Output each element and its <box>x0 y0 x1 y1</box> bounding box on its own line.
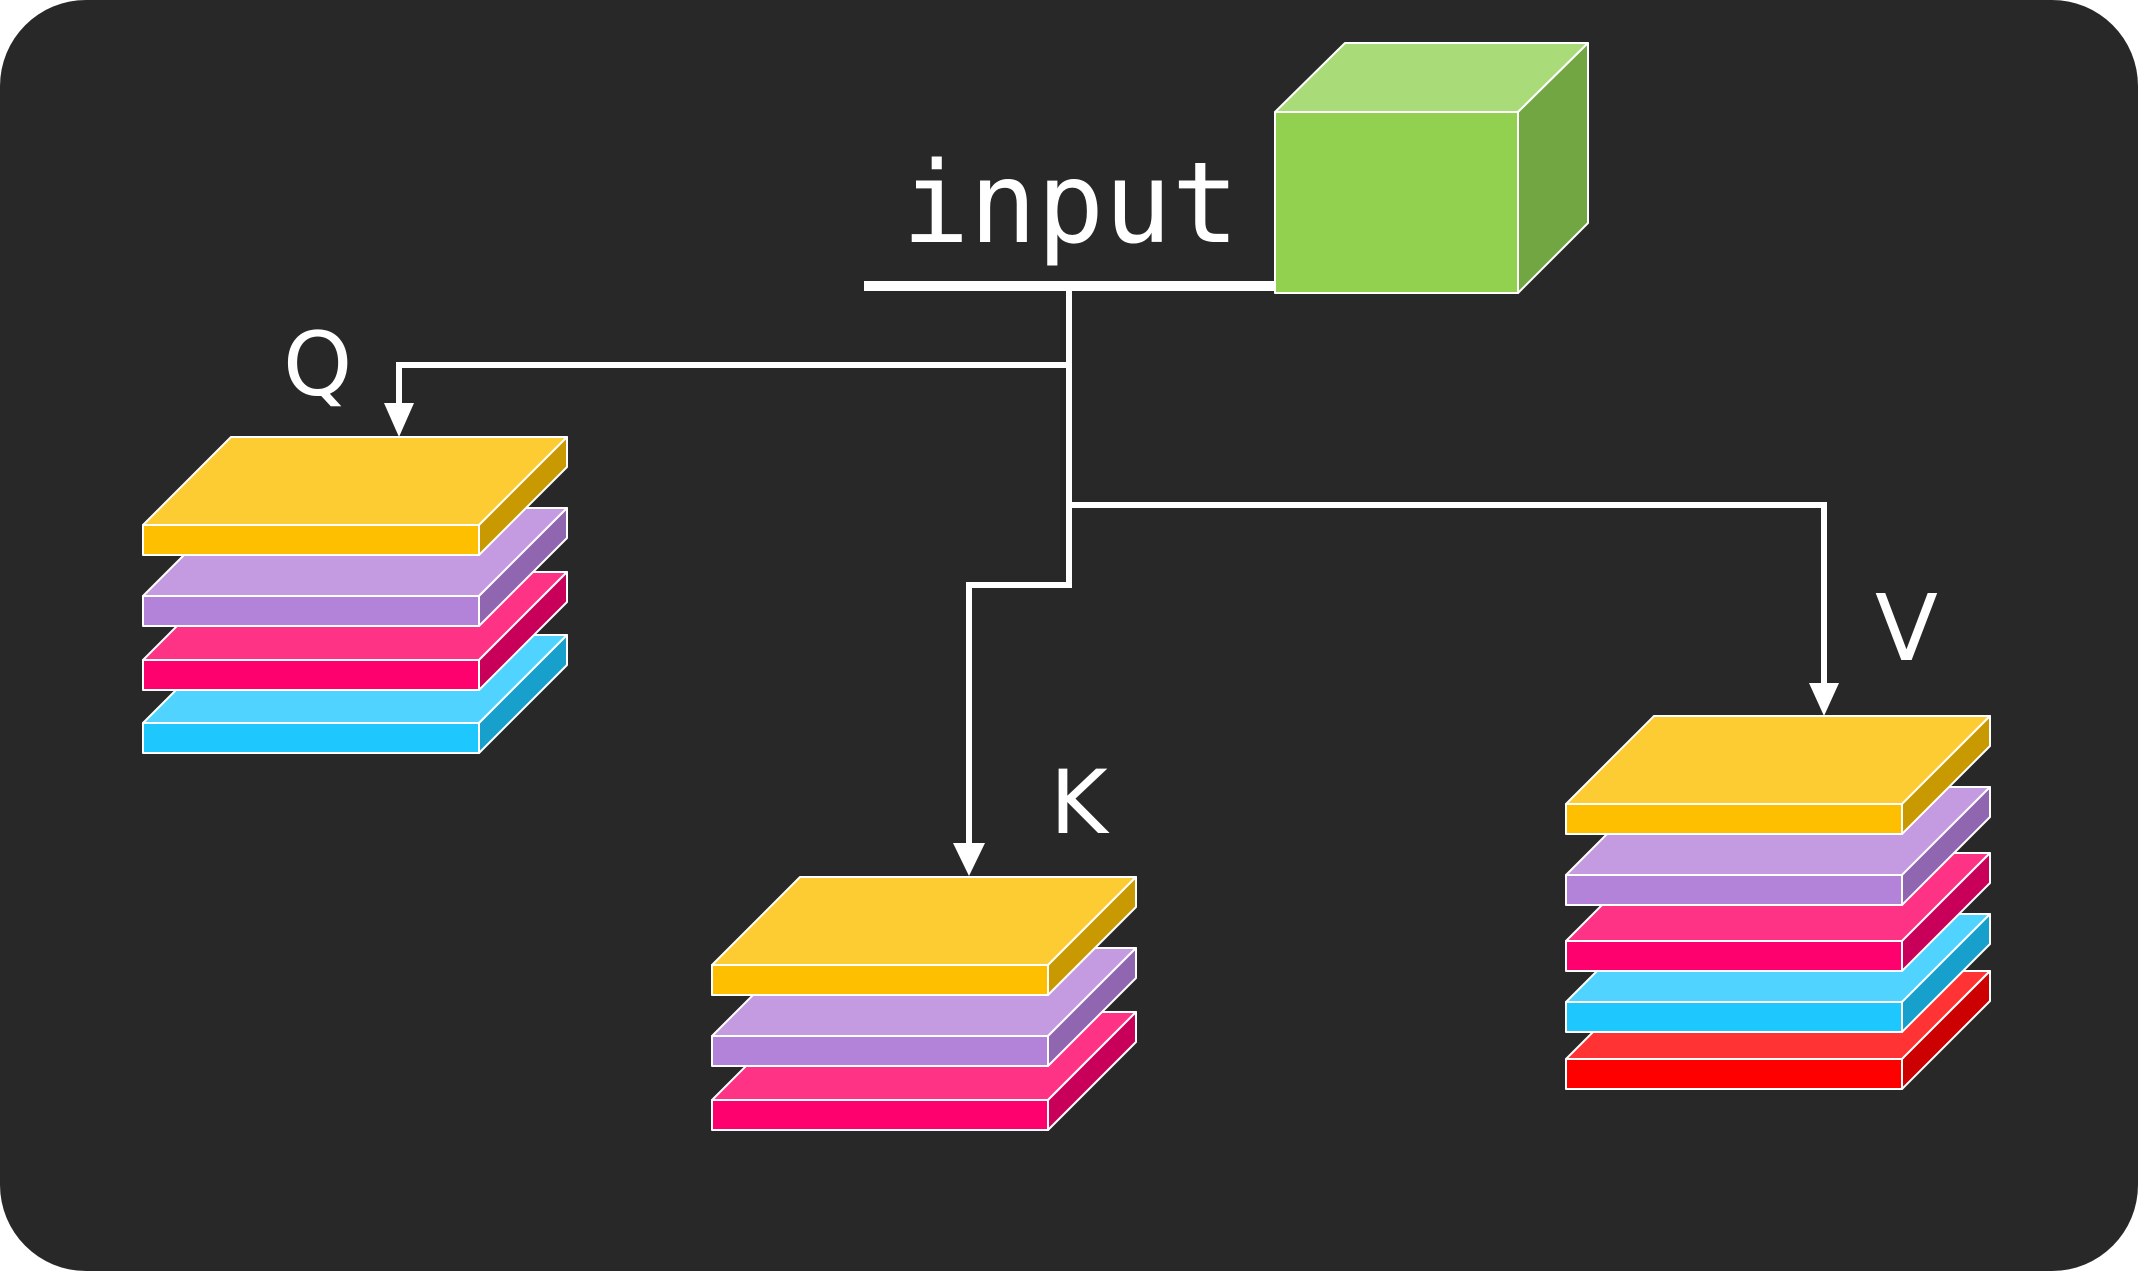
v-branch-line <box>1069 502 1827 683</box>
k-arrowhead <box>953 843 985 876</box>
input-label: input <box>902 139 1239 269</box>
v-label: V <box>1875 575 1938 682</box>
connector-lines <box>396 281 1827 843</box>
v-layer-front <box>1565 803 1903 835</box>
v-stack <box>1565 715 1991 1090</box>
v-layer-1 <box>1565 715 1991 835</box>
k-layer-front <box>711 1035 1049 1067</box>
k-layer-front <box>711 964 1049 996</box>
q-arrowhead <box>384 403 414 437</box>
q-branch-line <box>396 362 1069 403</box>
k-branch-line <box>966 507 1072 843</box>
k-stack <box>711 876 1137 1131</box>
q-stack <box>142 436 568 754</box>
v-layer-front <box>1565 1001 1903 1033</box>
v-layer-front <box>1565 940 1903 972</box>
q-layer-front <box>142 595 480 627</box>
q-layer-front <box>142 659 480 691</box>
input-cube-front <box>1274 111 1519 294</box>
q-label: Q <box>283 313 352 416</box>
k-layer-1 <box>711 876 1137 996</box>
q-layer-front <box>142 524 480 556</box>
v-layer-front <box>1565 1058 1903 1090</box>
v-arrowhead <box>1809 683 1839 716</box>
input-cube <box>1274 42 1589 294</box>
q-layer-front <box>142 722 480 754</box>
k-layer-front <box>711 1099 1049 1131</box>
k-label: K <box>1050 751 1110 854</box>
v-layer-front <box>1565 874 1903 906</box>
q-layer-1 <box>142 436 568 556</box>
